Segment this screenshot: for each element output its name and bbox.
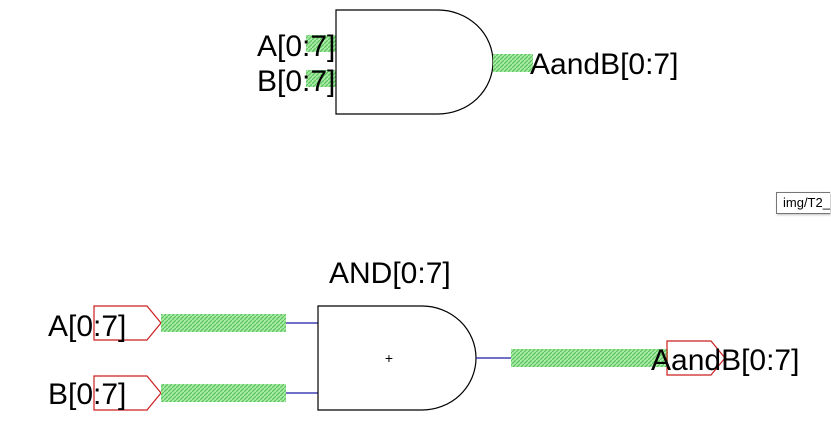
symbol-input-a-label: A[0:7] <box>257 30 335 63</box>
bus-out <box>511 349 668 367</box>
gate-origin-mark: + <box>385 350 393 366</box>
symbol-bus-a <box>306 35 336 52</box>
port-out-shape[interactable] <box>666 340 726 376</box>
image-path-tooltip: img/T2_ <box>776 192 830 214</box>
schematic-view: AND[0:7] A[0:7] B[0:7] + AandB[0:7] <box>48 257 799 411</box>
symbol-input-b-label: B[0:7] <box>257 65 335 98</box>
port-b-shape[interactable] <box>93 375 162 411</box>
symbol-output-label: AandB[0:7] <box>530 48 678 81</box>
port-b-label: B[0:7] <box>48 378 126 411</box>
port-a-shape[interactable] <box>93 305 162 341</box>
symbol-view: A[0:7] B[0:7] AandB[0:7] <box>257 9 678 115</box>
port-a-label: A[0:7] <box>48 310 126 343</box>
bus-a <box>161 314 286 332</box>
bus-b <box>161 384 286 402</box>
symbol-and-gate[interactable] <box>335 9 494 115</box>
symbol-bus-b <box>306 70 336 87</box>
gate-instance-label: AND[0:7] <box>329 257 451 290</box>
and-gate[interactable] <box>317 305 477 411</box>
symbol-bus-out <box>493 54 533 72</box>
port-out-label: AandB[0:7] <box>651 344 799 377</box>
